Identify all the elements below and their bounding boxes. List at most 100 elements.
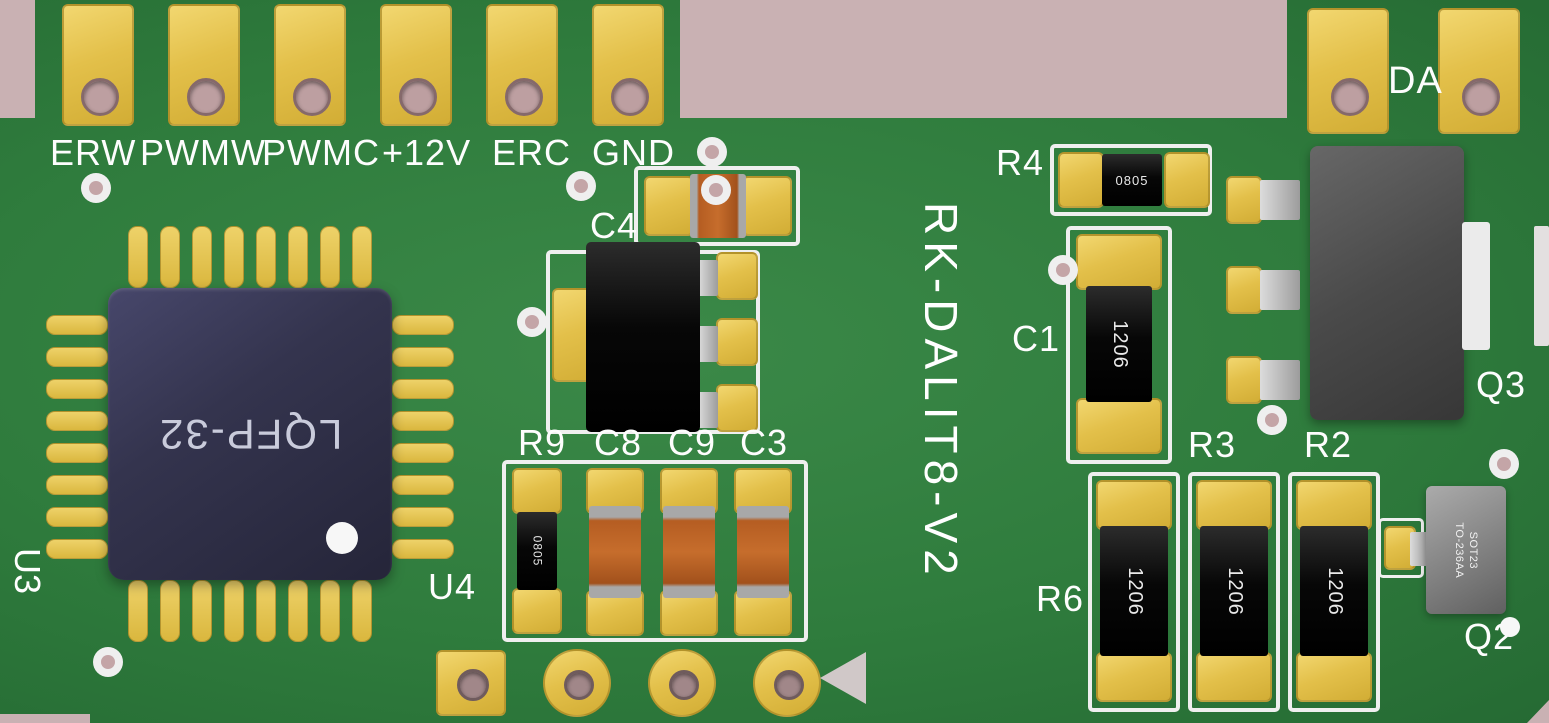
r3-pad-top [1196,480,1272,530]
via [1257,405,1287,435]
chip-pin [46,539,108,559]
r4-outline [1050,144,1212,216]
u3-pins-bottom [128,580,372,642]
via [81,173,111,203]
u3-pins-top [128,226,372,288]
through-hole [457,669,489,701]
connector-pad-erw [62,4,134,126]
chip-pin [256,580,276,642]
r6-pad-bottom [1096,652,1172,702]
lqfp32-package-marking: LQFP-32 [157,411,343,458]
r4-pad-left [1058,152,1104,208]
chip-pin [352,580,372,642]
chip-pin [392,379,454,399]
connector-pad-gnd [592,4,664,126]
u3-pins-right [392,315,454,559]
r3-resistor-body: 1206 [1200,526,1268,656]
r2-resistor-body: 1206 [1300,526,1368,656]
connector-label-erw: ERW [50,132,137,173]
via [701,175,731,205]
c3-ref-label: C3 [740,422,789,463]
chip-pin [46,507,108,527]
connector-label-12v: +12V [382,132,472,173]
pin1-marker-dot [326,522,358,554]
regulator-body [586,242,700,432]
chip-pin [160,226,180,288]
chip-pin [288,226,308,288]
q2-package-line2: TO-236AA [1453,522,1465,578]
via [1489,449,1519,479]
connector-pad-pwmw [168,4,240,126]
q2-lead [1410,532,1428,566]
through-hole [187,78,225,116]
chip-pin [224,580,244,642]
connector-label-pwmc: PWMC [262,132,380,173]
via [517,307,547,337]
r9-pad-top [512,468,562,514]
connector-label-erc: ERC [492,132,572,173]
chip-pin [192,580,212,642]
da-label: DA [1388,60,1443,102]
passives-group-outline [502,460,808,642]
chip-pin [46,411,108,431]
c9-ref-label: C9 [668,422,717,463]
through-hole [564,670,594,700]
r9-ref-label: R9 [518,422,567,463]
c1-outline [1066,226,1172,464]
r3-size-marking: 1206 [1223,566,1246,616]
test-point-dot [1500,617,1520,637]
regulator-pad-2 [716,318,758,366]
q2-body: SOT23 TO-236AA [1426,486,1506,614]
q3-ref-label: Q3 [1476,364,1527,405]
r9-resistor-body: 0805 [517,512,557,590]
r6-ref-label: R6 [1036,578,1085,619]
regulator-lead-3 [698,392,718,428]
chip-pin [352,226,372,288]
chip-pin [46,315,108,335]
da-pad-2 [1438,8,1520,134]
board-title-vertical: RK-DALIT8-V2 [915,202,967,581]
r6-outline [1088,472,1180,712]
connector-pad-erc [486,4,558,126]
q3-body [1310,146,1464,420]
chip-pin [160,580,180,642]
c8-capacitor-body [589,506,641,598]
chip-pin [46,347,108,367]
q2-package-marking: SOT23 TO-236AA [1452,522,1481,578]
q3-lead-pad-2 [1226,266,1262,314]
r4-size-marking: 0805 [1115,172,1149,188]
mounting-pad-round-3 [753,649,821,717]
chip-pin [128,580,148,642]
through-hole [611,78,649,116]
u4-ref-label: U4 [428,566,477,607]
regulator-pad-1 [716,252,758,300]
c9-capacitor-body [663,506,715,598]
q3-metal-tab [1462,222,1490,350]
q3-lead-1 [1260,180,1300,220]
chip-pin [320,580,340,642]
connector-pad-pwmc [274,4,346,126]
chip-pin [224,226,244,288]
r2-pad-bottom [1296,652,1372,702]
q3-lead-pad-1 [1226,176,1262,224]
via [1048,255,1078,285]
through-hole [669,670,699,700]
chip-pin [46,475,108,495]
da-pad-1 [1307,8,1389,134]
chip-pin [256,226,276,288]
chip-pin [392,539,454,559]
c1-pad-bottom [1076,398,1162,454]
via [93,647,123,677]
u3-ref-label: U3 [7,548,48,595]
regulator-lead-1 [698,260,718,296]
through-hole [293,78,331,116]
mounting-pad-round-2 [648,649,716,717]
through-hole [505,78,543,116]
connector-label-pwmw: PWMW [140,132,266,173]
r6-pad-top [1096,480,1172,530]
through-hole [399,78,437,116]
r4-resistor-body: 0805 [1102,154,1162,206]
r6-size-marking: 1206 [1123,566,1146,616]
via [697,137,727,167]
